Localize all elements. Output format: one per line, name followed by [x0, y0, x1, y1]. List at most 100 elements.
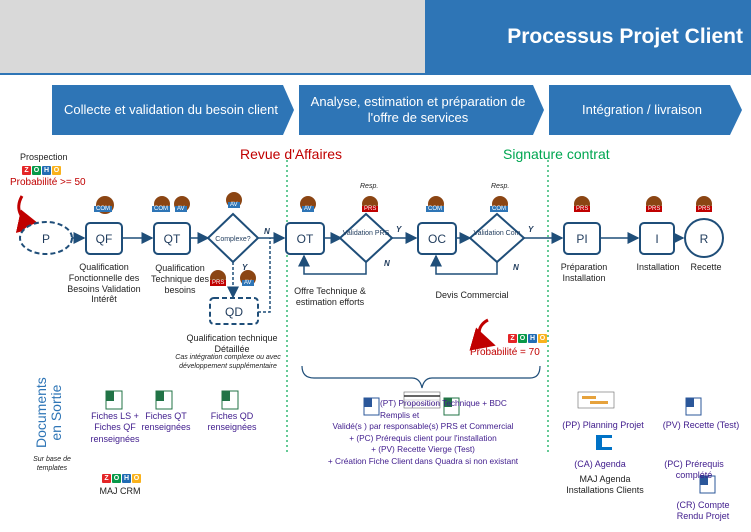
doc-planning: (PP) Planning Projet — [562, 420, 644, 430]
doc-maj-agenda: MAJ Agenda Installations Clients — [566, 474, 644, 496]
spreadsheet-thumbnail — [403, 391, 441, 409]
caption-ot: Offre Technique & estimation efforts — [294, 286, 366, 307]
excel-icon-qt — [155, 390, 173, 410]
role-av-ot: AV — [302, 206, 314, 212]
header-title-band — [425, 0, 751, 73]
prospection-label: Prospection — [20, 152, 68, 162]
edge-validation-prs-loop — [298, 254, 367, 275]
caption-i: Installation — [636, 262, 680, 272]
doc-fiche-ls: Fiches LS + Fiches QF renseignées — [90, 411, 140, 444]
node-qf — [85, 222, 123, 255]
role-com-qt: COM — [152, 206, 170, 212]
role-prs-i: PRS — [646, 206, 663, 212]
role-prs-r: PRS — [696, 206, 713, 212]
proba70-curl-arrow — [469, 318, 496, 351]
node-pi-label: PI — [576, 232, 587, 246]
docs-title: Documents en Sortie — [33, 377, 65, 448]
edge-label-com-n: N — [513, 263, 519, 272]
caption-r: Recette — [690, 262, 722, 272]
edge-label-prs-y: Y — [396, 225, 402, 234]
node-i-label: I — [655, 232, 658, 246]
role-com-oc: COM — [426, 206, 444, 212]
offre-documents: (PT) Proposition Technique + BDC Remplis… — [310, 398, 536, 468]
edge-label-complexe-n: N — [264, 227, 270, 236]
doc-fiche-qd: Fiches QD renseignées — [207, 411, 257, 433]
edge-label-com-y: Y — [528, 225, 534, 234]
prospection-curl-arrow — [15, 195, 42, 233]
node-validation-prs-label: Validation PRS — [342, 230, 390, 237]
doc-prerequis: (PC) Prérequis complété — [664, 459, 724, 481]
role-prs-qd: PRS — [210, 280, 227, 286]
doc-maj-crm: MAJ CRM — [99, 486, 141, 496]
node-validation-com-label: Validation Com — [473, 230, 521, 237]
doc-fiche-qt: Fiches QT renseignées — [141, 411, 191, 433]
node-ot-label: OT — [297, 232, 314, 246]
doc-agenda: (CA) Agenda — [574, 459, 626, 469]
node-i — [639, 222, 675, 255]
role-av-qd: AV — [242, 280, 254, 286]
milestone-signature: Signature contrat — [503, 146, 610, 162]
offre-line-4: + (PV) Recette Vierge (Test) — [371, 444, 475, 455]
offre-line-2: Validé(s ) par responsable(s) PRS et Com… — [332, 421, 514, 432]
offre-brace — [301, 365, 541, 389]
node-qt — [153, 222, 191, 255]
node-complexe — [206, 212, 260, 264]
excel-icon-qd — [221, 390, 239, 410]
caption-qd-note: Cas intégration complexe ou avec dévelop… — [175, 354, 281, 370]
node-qd-label: QD — [225, 305, 243, 319]
offre-line-1: (PT) Proposition Technique + BDC Remplis… — [380, 398, 507, 420]
excel-icon-ls — [105, 390, 123, 410]
role-av-complexe: AV — [228, 202, 240, 208]
role-com-qf: COM — [94, 206, 112, 212]
docs-note: Sur base de templates — [33, 456, 71, 472]
phase-arrow-analyse — [299, 85, 544, 135]
node-qt-label: QT — [164, 232, 181, 246]
role-prs-validation: PRS — [362, 206, 379, 212]
node-p-label: P — [42, 232, 50, 246]
offre-line-5: + Création Fiche Client dans Quadra si n… — [327, 456, 519, 467]
node-r — [684, 218, 724, 258]
node-qf-label: QF — [96, 232, 113, 246]
node-r-label: R — [700, 232, 709, 246]
word-icon-cr — [699, 475, 716, 494]
role-com-validation: COM — [490, 206, 508, 212]
role-prs-pi: PRS — [574, 206, 591, 212]
resp-prs: Resp. — [360, 183, 379, 190]
phase-integration-label: Intégration / livraison — [582, 101, 702, 117]
milestone-revue: Revue d'Affaires — [240, 146, 343, 162]
probability-50: Probabilité >= 50 — [10, 177, 86, 188]
node-qd — [209, 297, 259, 325]
word-icon-recette — [685, 397, 702, 416]
phase-analyse-label: Analyse, estimation et préparation de l'… — [310, 93, 526, 125]
edge-label-complexe-y: Y — [242, 263, 248, 272]
node-ot — [285, 222, 325, 255]
node-validation-prs — [338, 212, 394, 264]
doc-recette: (PV) Recette (Test) — [662, 420, 740, 430]
word-icon-pt — [363, 397, 380, 416]
phase-arrow-integration — [549, 85, 742, 135]
caption-qt: Qualification Technique des besoins — [150, 263, 210, 295]
header-background — [0, 0, 425, 73]
edge-validation-com-loop — [430, 254, 498, 275]
probability-70: Probabilité = 70 — [470, 347, 540, 358]
node-validation-com — [468, 212, 526, 264]
node-pi — [563, 222, 601, 255]
excel-icon-bdc — [443, 397, 460, 416]
caption-pi: Préparation Installation — [560, 262, 608, 283]
edge-label-prs-n: N — [384, 259, 390, 268]
node-complexe-label: Complexe? — [215, 236, 251, 243]
phase-collecte-label: Collecte et validation du besoin client — [64, 101, 278, 117]
edge-qd-ot — [258, 238, 271, 313]
page-title: Processus Projet Client — [507, 24, 743, 48]
project-plan-thumbnail — [577, 391, 615, 409]
caption-qd: Qualification technique Détaillée — [186, 333, 278, 354]
header-divider — [0, 73, 751, 75]
node-oc-label: OC — [428, 232, 446, 246]
doc-compte-rendu: (CR) Compte Rendu Projet — [676, 500, 730, 522]
node-p — [19, 221, 73, 255]
offre-line-3: + (PC) Prérequis client pour l'installat… — [349, 432, 497, 443]
